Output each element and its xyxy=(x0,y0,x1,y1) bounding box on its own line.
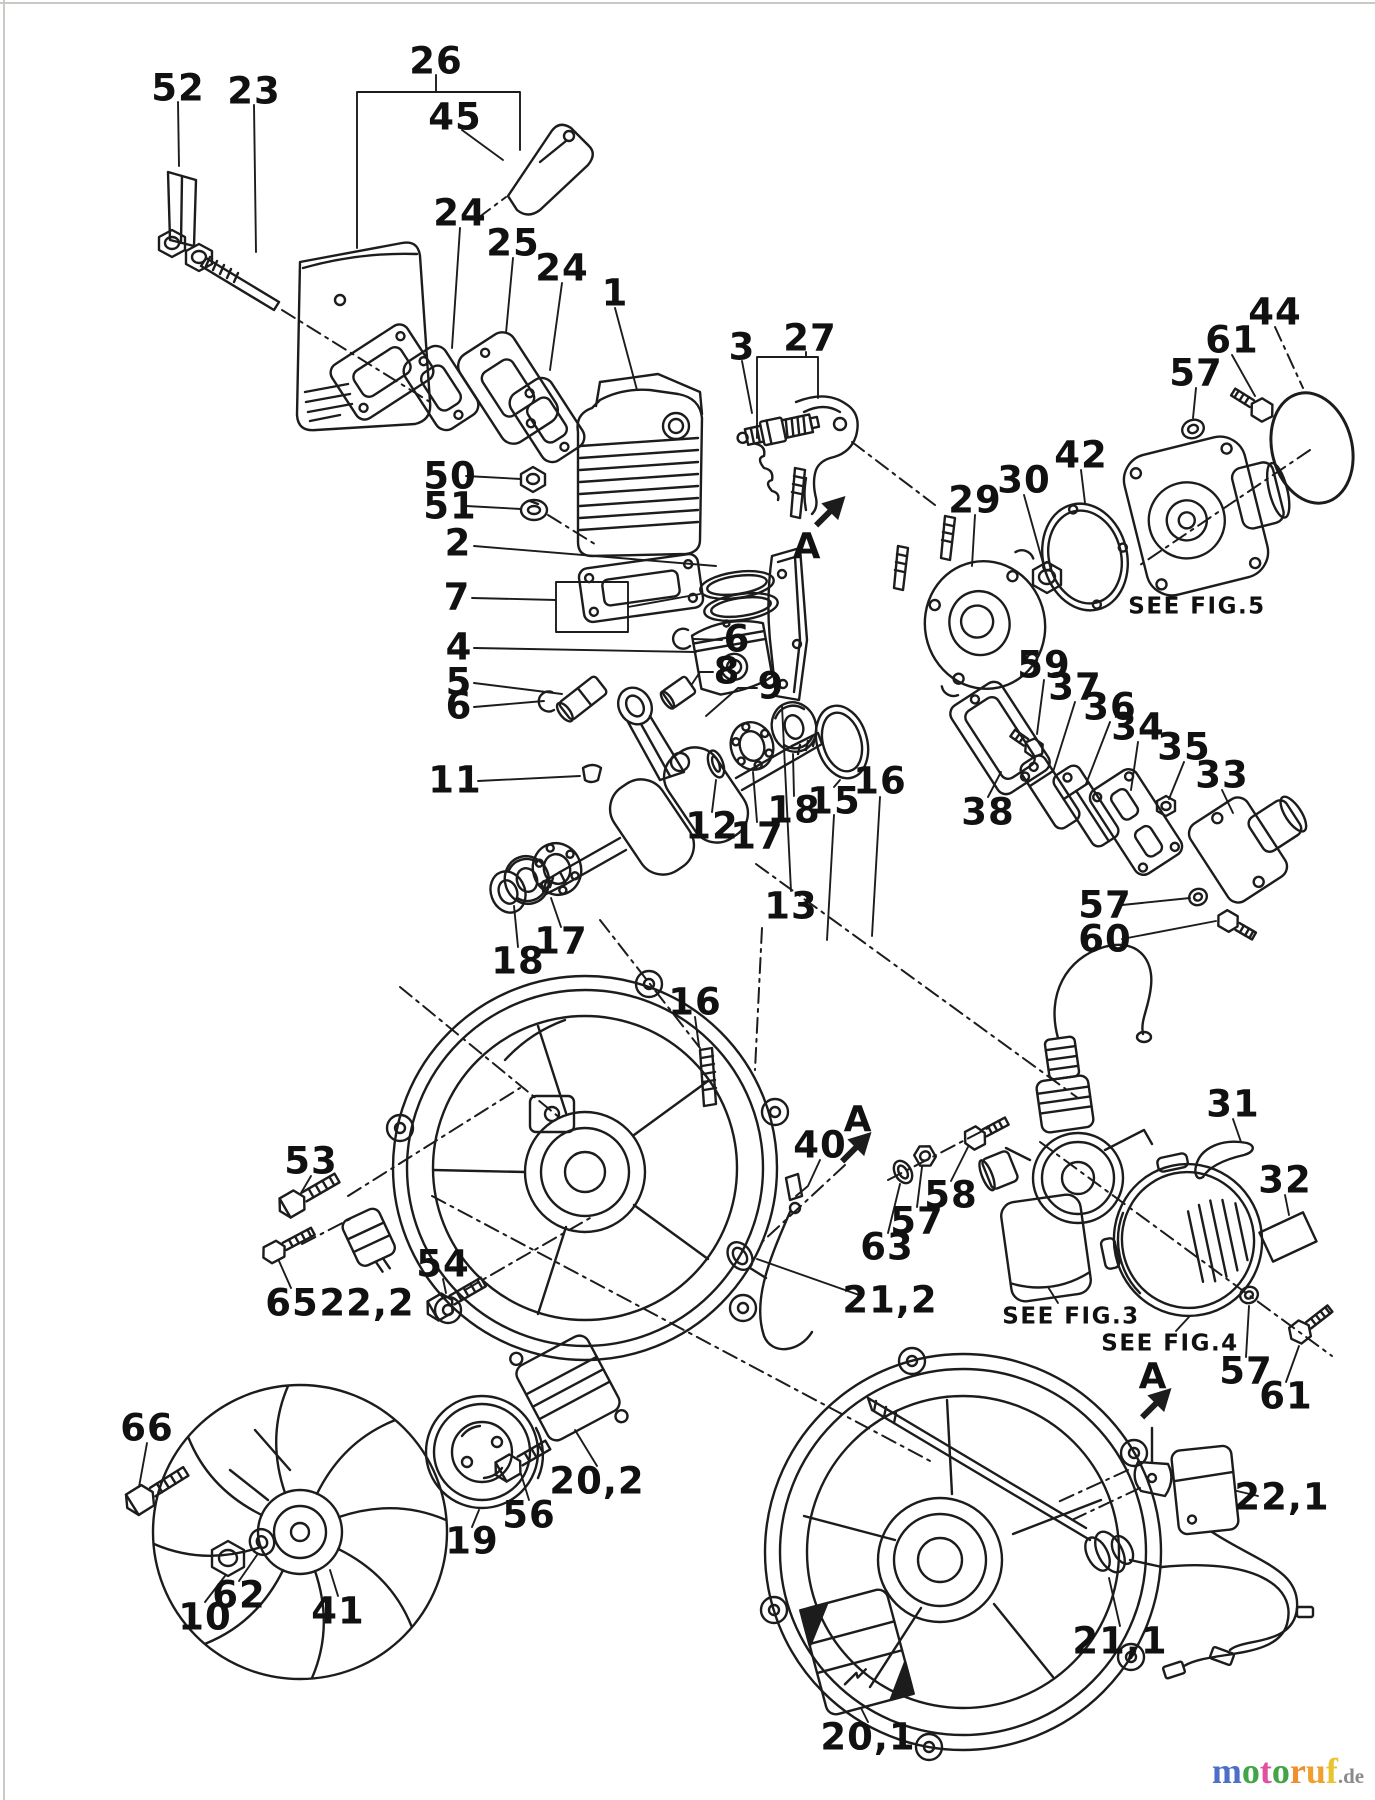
watermark-letter: r xyxy=(1289,1751,1306,1792)
muffler-drawing xyxy=(295,241,435,432)
construction-lines xyxy=(281,196,1333,1521)
watermark-letter: u xyxy=(1305,1751,1326,1792)
leader-lines xyxy=(138,74,1300,1723)
watermark-letter: o xyxy=(1241,1751,1260,1792)
crankcase-pump-drawing xyxy=(789,387,1355,698)
watermark-letter: f xyxy=(1325,1751,1338,1792)
carb-aircleaner-drawing xyxy=(978,943,1334,1345)
intake-reed-drawing xyxy=(949,680,1308,941)
piston-crank-drawing xyxy=(537,569,824,896)
fan-housing-upper-drawing xyxy=(385,969,814,1442)
muffler-fasteners-drawing xyxy=(157,123,594,312)
spark-plug-drawing xyxy=(736,395,859,516)
exhaust-gaskets-drawing xyxy=(402,331,586,464)
watermark-letter: m xyxy=(1211,1751,1242,1792)
watermark-letter: o xyxy=(1271,1751,1290,1792)
fan-housing-lower-drawing xyxy=(759,1346,1315,1762)
view-arrow-icons xyxy=(814,496,1172,1420)
carb-mount-fasteners-drawing xyxy=(892,1116,1010,1185)
fan-flywheel-drawing xyxy=(124,1383,545,1681)
crank-bearings-drawing xyxy=(489,546,870,914)
watermark-letter: t xyxy=(1259,1751,1272,1792)
watermark: motoruf.de xyxy=(1212,1753,1364,1789)
cylinder-drawing xyxy=(519,372,705,624)
watermark-suffix: .de xyxy=(1337,1764,1365,1789)
